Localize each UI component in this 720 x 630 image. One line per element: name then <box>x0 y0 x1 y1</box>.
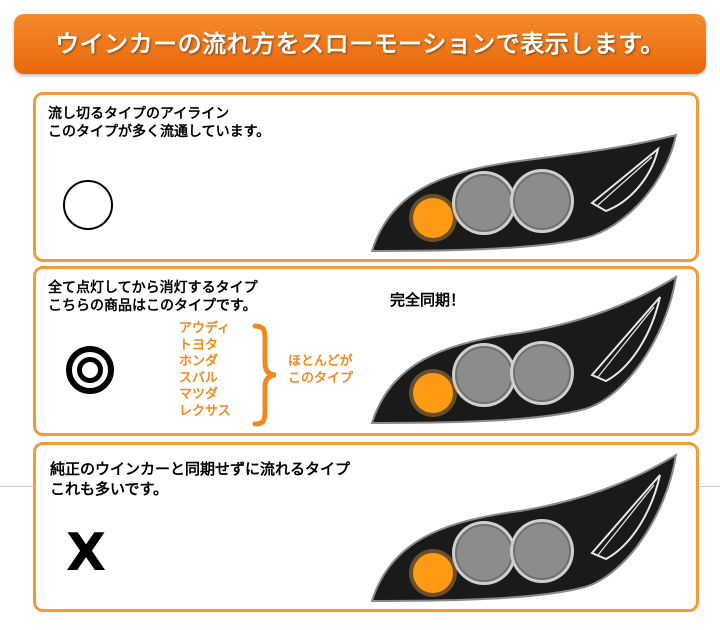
panel-description: 全て点灯してから消灯するタイプ こちらの商品はこのタイプです。 <box>48 279 258 315</box>
majority-note-line-1: ほとんどが <box>288 354 353 369</box>
headlight-illustration <box>370 453 678 603</box>
panel-full-sync-type: 全て点灯してから消灯するタイプ こちらの商品はこのタイプです。 アウディ トヨタ… <box>33 266 699 436</box>
curly-brace-icon <box>252 323 277 427</box>
description-line-1: 流し切るタイプのアイライン <box>48 106 230 122</box>
description-line-2: こちらの商品はこのタイプです。 <box>48 298 257 314</box>
projector-lens-right <box>510 519 574 583</box>
panel-description: 流し切るタイプのアイライン このタイプが多く流通しています。 <box>48 105 270 141</box>
brand-item: レクサス <box>179 403 231 419</box>
projector-lens-left <box>452 171 516 235</box>
headlight-illustration <box>370 275 678 425</box>
panel-description: 純正のウインカーと同期せずに流れるタイプ これも多いです。 <box>50 459 350 499</box>
description-line-2: これも多いです。 <box>50 480 169 498</box>
brand-item: トヨタ <box>179 337 219 353</box>
description-line-2: このタイプが多く流通しています。 <box>48 124 271 140</box>
headlight-illustration <box>370 133 678 253</box>
majority-note: ほとんどが このタイプ <box>288 353 353 387</box>
title-banner: ウインカーの流れ方をスローモーションで表示します。 <box>14 14 706 74</box>
brand-item: スバル <box>179 370 219 386</box>
brand-item: アウディ <box>179 321 231 336</box>
brand-item: マツダ <box>179 387 219 402</box>
banner-title: ウインカーの流れ方をスローモーションで表示します。 <box>55 30 665 58</box>
brand-list: アウディ トヨタ ホンダ スバル マツダ レクサス <box>179 321 231 420</box>
panel-unsynced-type: 純正のウインカーと同期せずに流れるタイプ これも多いです。 X <box>33 442 699 612</box>
x-mark-icon: X <box>66 523 107 583</box>
turn-signal-light <box>409 369 457 417</box>
double-circle-mark-icon <box>66 346 114 394</box>
projector-lens-right <box>510 169 574 233</box>
description-line-1: 純正のウインカーと同期せずに流れるタイプ <box>50 460 351 478</box>
full-sync-label: 完全同期！ <box>390 291 466 309</box>
turn-signal-light <box>409 194 457 242</box>
circle-mark-icon <box>63 180 113 230</box>
majority-note-line-2: このタイプ <box>288 371 354 386</box>
panel-flowing-type: 流し切るタイプのアイライン このタイプが多く流通しています。 <box>33 92 699 262</box>
projector-lens-right <box>510 341 574 405</box>
turn-signal-light <box>409 549 457 597</box>
description-line-1: 全て点灯してから消灯するタイプ <box>48 280 258 296</box>
projector-lens-left <box>452 521 516 585</box>
projector-lens-left <box>452 343 516 407</box>
brand-item: ホンダ <box>179 354 219 369</box>
